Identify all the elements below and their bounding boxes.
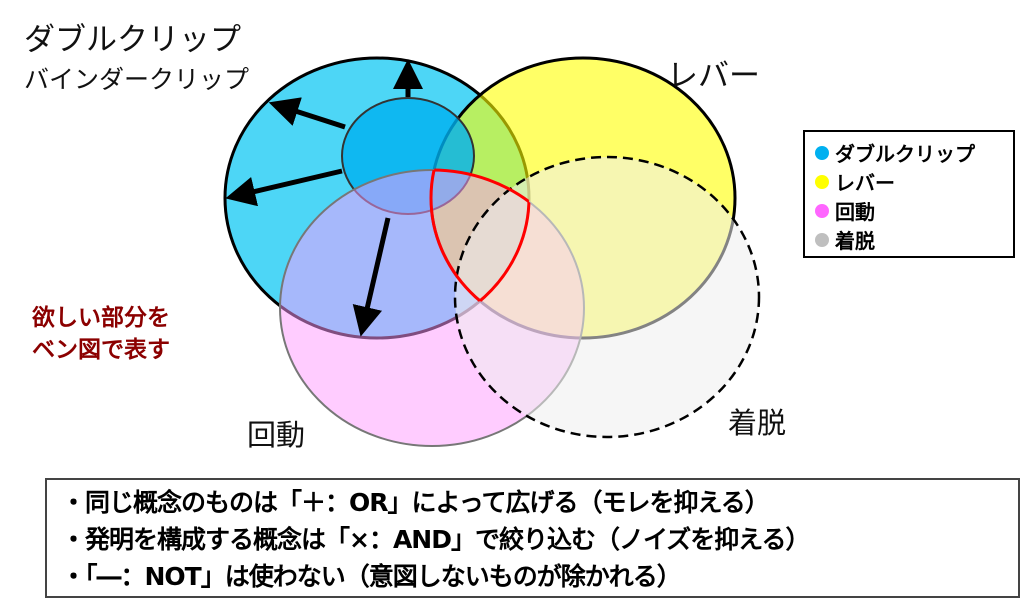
detach-label: 着脱 — [728, 406, 787, 440]
callout-text: 欲しい部分を ベン図で表す — [32, 302, 170, 366]
legend-item-rotation: 回動 — [815, 196, 1013, 225]
note-or: ・同じ概念のものは「＋：OR」によって広げる（モレを抑える） — [61, 488, 770, 517]
callout-line-2: ベン図で表す — [32, 337, 170, 363]
expansion-arrows — [225, 59, 423, 337]
notes-box: ・同じ概念のものは「＋：OR」によって広げる（モレを抑える） ・発明を構成する概… — [45, 478, 1020, 598]
legend: ダブルクリップ レバー 回動 着脱 — [803, 130, 1015, 258]
legend-item-detach: 着脱 — [815, 225, 1013, 254]
yellow-dot-icon — [815, 174, 829, 189]
legend-label: 着脱 — [835, 229, 875, 253]
legend-item-lever: レバー — [815, 167, 1013, 196]
note-and: ・発明を構成する概念は「×：AND」で絞り込む（ノイズを抑える） — [61, 525, 810, 554]
double-clip-label: ダブルクリップ — [24, 22, 241, 58]
lever-label: レバー — [667, 58, 760, 94]
detach-set — [453, 155, 761, 439]
legend-label: ダブルクリップ — [835, 142, 975, 166]
callout-line-1: 欲しい部分を — [32, 305, 170, 331]
binder-clip-label: バインダークリップ — [24, 65, 250, 94]
gray-dot-icon — [815, 232, 829, 247]
legend-label: レバー — [835, 171, 895, 195]
note-not: ・「―：NOT」は使わない（意図しないものが除かれる） — [61, 562, 682, 591]
legend-item-double-clip: ダブルクリップ — [815, 138, 1013, 167]
rotation-label: 回動 — [247, 418, 306, 452]
blue-dot-icon — [815, 145, 829, 160]
pink-dot-icon — [815, 203, 829, 218]
legend-label: 回動 — [835, 200, 875, 224]
